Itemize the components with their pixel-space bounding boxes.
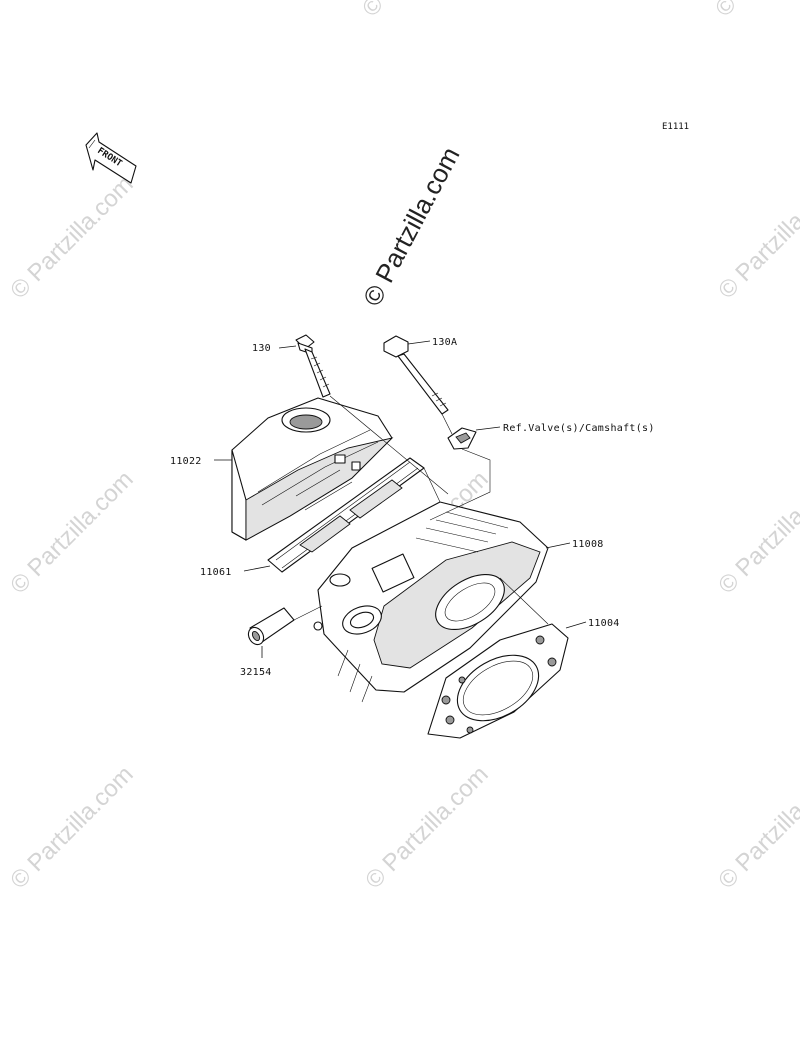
- watermark-text: ©: [710, 0, 742, 22]
- cover-gasket-11061: [267, 457, 425, 573]
- front-arrow-icon: FRONT: [85, 132, 137, 184]
- watermark-text: © Partzilla.com: [360, 761, 493, 894]
- bolt-130: [295, 334, 331, 398]
- diagram-code: E1111: [662, 122, 689, 132]
- callout-11022: 11022: [170, 456, 202, 467]
- watermark-text: © Partzilla.com: [5, 761, 138, 894]
- watermark-text: © Partzilla.com: [5, 466, 138, 599]
- sleeve-32154: [247, 607, 295, 646]
- callout-ref-valve-camshaft: Ref.Valve(s)/Camshaft(s): [503, 423, 655, 434]
- watermark-text: ©: [357, 0, 389, 22]
- callout-130a: 130A: [432, 337, 457, 348]
- valve-part: [447, 427, 477, 450]
- svg-text:© Partzilla.com: © Partzilla.com: [357, 142, 466, 311]
- head-gasket-11004: [427, 623, 569, 739]
- callout-11061: 11061: [200, 567, 232, 578]
- cylinder-head-11008: [313, 501, 549, 703]
- watermark-text: © Partzilla.com: [713, 466, 800, 599]
- callout-11008: 11008: [572, 539, 604, 550]
- callout-130: 130: [252, 343, 271, 354]
- callout-11004: 11004: [588, 618, 620, 629]
- watermark-text: © Partzilla.com: [713, 171, 800, 304]
- watermark-layer: © Partzilla.com © Partzilla.com © Partzi…: [5, 0, 800, 894]
- head-cover-11022: [231, 397, 394, 541]
- watermark-text: © Partzilla.com: [713, 761, 800, 894]
- bolt-130a: [383, 335, 449, 415]
- callout-32154: 32154: [240, 667, 272, 678]
- watermark-main: © Partzilla.com: [357, 142, 466, 311]
- leader-lines: [214, 340, 587, 658]
- watermark-text: © Partzilla.com: [5, 171, 138, 304]
